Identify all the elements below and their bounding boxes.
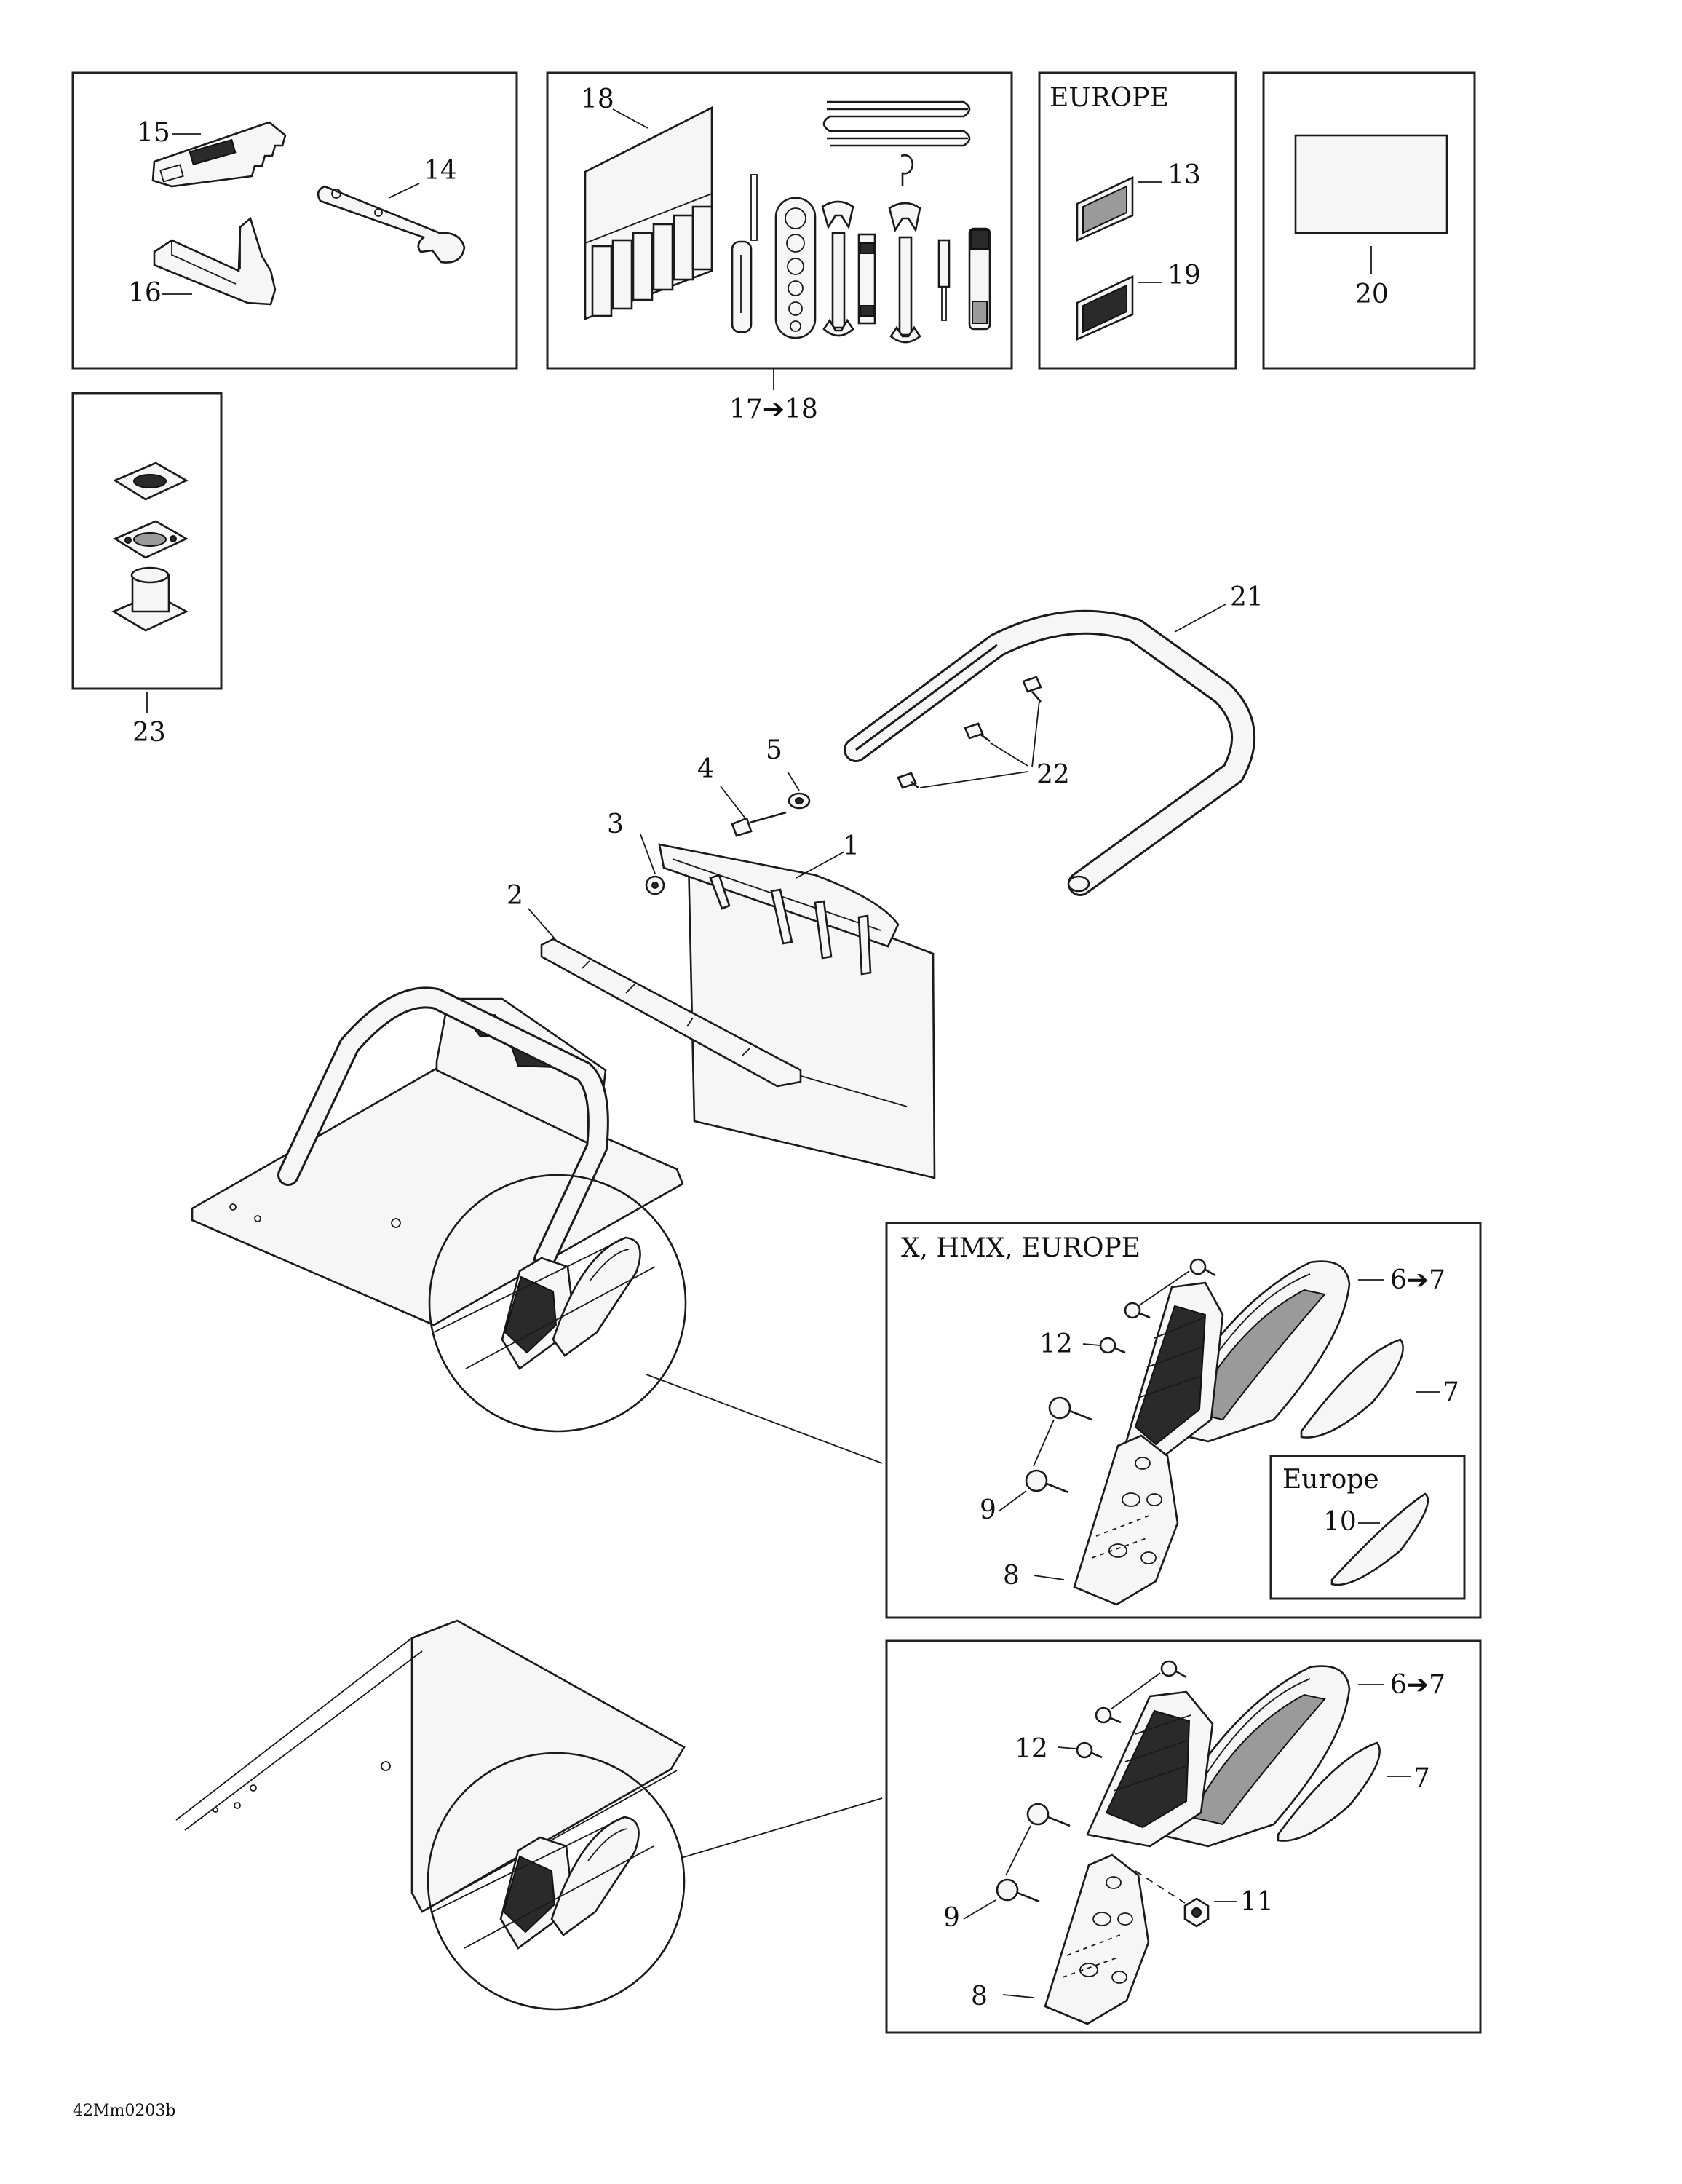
part-4-bolt [731, 811, 787, 837]
open-end-wrench-2 [888, 202, 921, 344]
spark-plug-tool [857, 233, 876, 325]
part-7-reflector-a [1300, 1338, 1404, 1439]
gasket-box: 23 [71, 392, 223, 748]
part-20-manual [1294, 134, 1448, 234]
callout-6-7-a: 6➔7 [1390, 1265, 1445, 1295]
callout-9-a: 9 [980, 1495, 996, 1525]
callout-12-b: 12 [1015, 1734, 1048, 1764]
europe-label-top: EUROPE [1050, 83, 1169, 113]
part-6-7-deflector-b [1086, 1665, 1351, 1848]
part-1-rear-flap [658, 843, 936, 1179]
callout-9-b: 9 [943, 1903, 960, 1933]
hex-wrench-plate [774, 197, 817, 339]
pouch-pockets [591, 205, 713, 317]
part-2-support-plate [540, 938, 802, 1088]
callout-12-a: 12 [1039, 1329, 1073, 1359]
part-11-nut [1183, 1897, 1210, 1928]
callout-4: 4 [697, 754, 714, 784]
callout-11: 11 [1240, 1887, 1274, 1917]
callout-22: 22 [1036, 760, 1070, 790]
part-22-screws [897, 676, 1042, 789]
detail-circle-top [428, 1174, 687, 1433]
socket-tool [968, 227, 991, 331]
figure-code: 42Mm0203b [73, 2102, 175, 2120]
europe-inset-box: Europe 10 [1269, 1455, 1466, 1600]
variant-a-label: X, HMX, EUROPE [901, 1233, 1140, 1263]
europe-decal-box: EUROPE 13 19 [1038, 71, 1237, 370]
callout-19: 19 [1167, 261, 1201, 290]
part-18-tool-pouch [584, 106, 713, 320]
small-driver [937, 239, 951, 321]
part-8-mount-plate-b [1044, 1853, 1150, 2025]
callout-8-b: 8 [971, 1982, 988, 2011]
manual-box: 20 [1262, 71, 1476, 370]
screwdriver [731, 174, 758, 333]
open-end-wrench-1 [821, 200, 854, 337]
part-12-screws-a [1099, 1258, 1216, 1354]
part-12-screws-b [1076, 1660, 1187, 1759]
detail-box-variant-a: X, HMX, EUROPE 12 6➔7 7 [885, 1222, 1482, 1619]
callout-21: 21 [1230, 582, 1264, 612]
part-10-reflector [1330, 1492, 1429, 1586]
part-15-strap [151, 121, 287, 188]
callout-23: 23 [132, 718, 166, 748]
part-16-bracket [153, 216, 277, 306]
tunnel-with-rear-bumper [191, 986, 684, 1326]
tunnel-lower [175, 1619, 686, 1913]
callout-15: 15 [137, 118, 170, 148]
part-21-grab-handle [844, 609, 1256, 896]
callout-8-a: 8 [1003, 1561, 1020, 1591]
callout-5: 5 [766, 735, 782, 765]
callout-7-b: 7 [1413, 1763, 1430, 1793]
callout-20: 20 [1355, 280, 1389, 309]
part-6-7-deflector-a [1122, 1260, 1351, 1460]
part-8-mount-plate-a [1073, 1434, 1179, 1606]
part-9-bolts-b [996, 1803, 1071, 1903]
detail-box-variant-b: 12 6➔7 7 9 8 1 [885, 1639, 1482, 2034]
part-3-washer [645, 875, 665, 895]
callout-13: 13 [1167, 160, 1201, 190]
part-14-spanner [317, 185, 466, 264]
callout-10: 10 [1323, 1507, 1357, 1537]
hook-tool [900, 154, 914, 186]
europe-inset-label: Europe [1282, 1465, 1379, 1495]
accessory-box-14-16: 15 14 16 [71, 71, 518, 370]
callout-7-a: 7 [1443, 1377, 1459, 1407]
callout-6-7-b: 6➔7 [1390, 1670, 1445, 1700]
part-9-bolts-a [1025, 1396, 1092, 1494]
part-19-grille [1076, 274, 1134, 341]
starter-rope [822, 100, 971, 147]
callout-3: 3 [607, 810, 624, 839]
tool-kit-box: 18 17➔18 [546, 71, 1013, 424]
callout-16: 16 [128, 278, 162, 308]
callout-17-18: 17➔18 [729, 395, 818, 424]
part-13-grille [1076, 175, 1134, 242]
part-5-nut [788, 792, 811, 810]
callout-18: 18 [581, 84, 614, 114]
callout-14: 14 [424, 156, 457, 186]
callout-2: 2 [507, 881, 523, 911]
detail-circle-bottom [427, 1752, 686, 2011]
part-7-reflector-b [1277, 1741, 1381, 1842]
part-23-gasket [111, 462, 189, 632]
callout-1: 1 [843, 831, 860, 861]
